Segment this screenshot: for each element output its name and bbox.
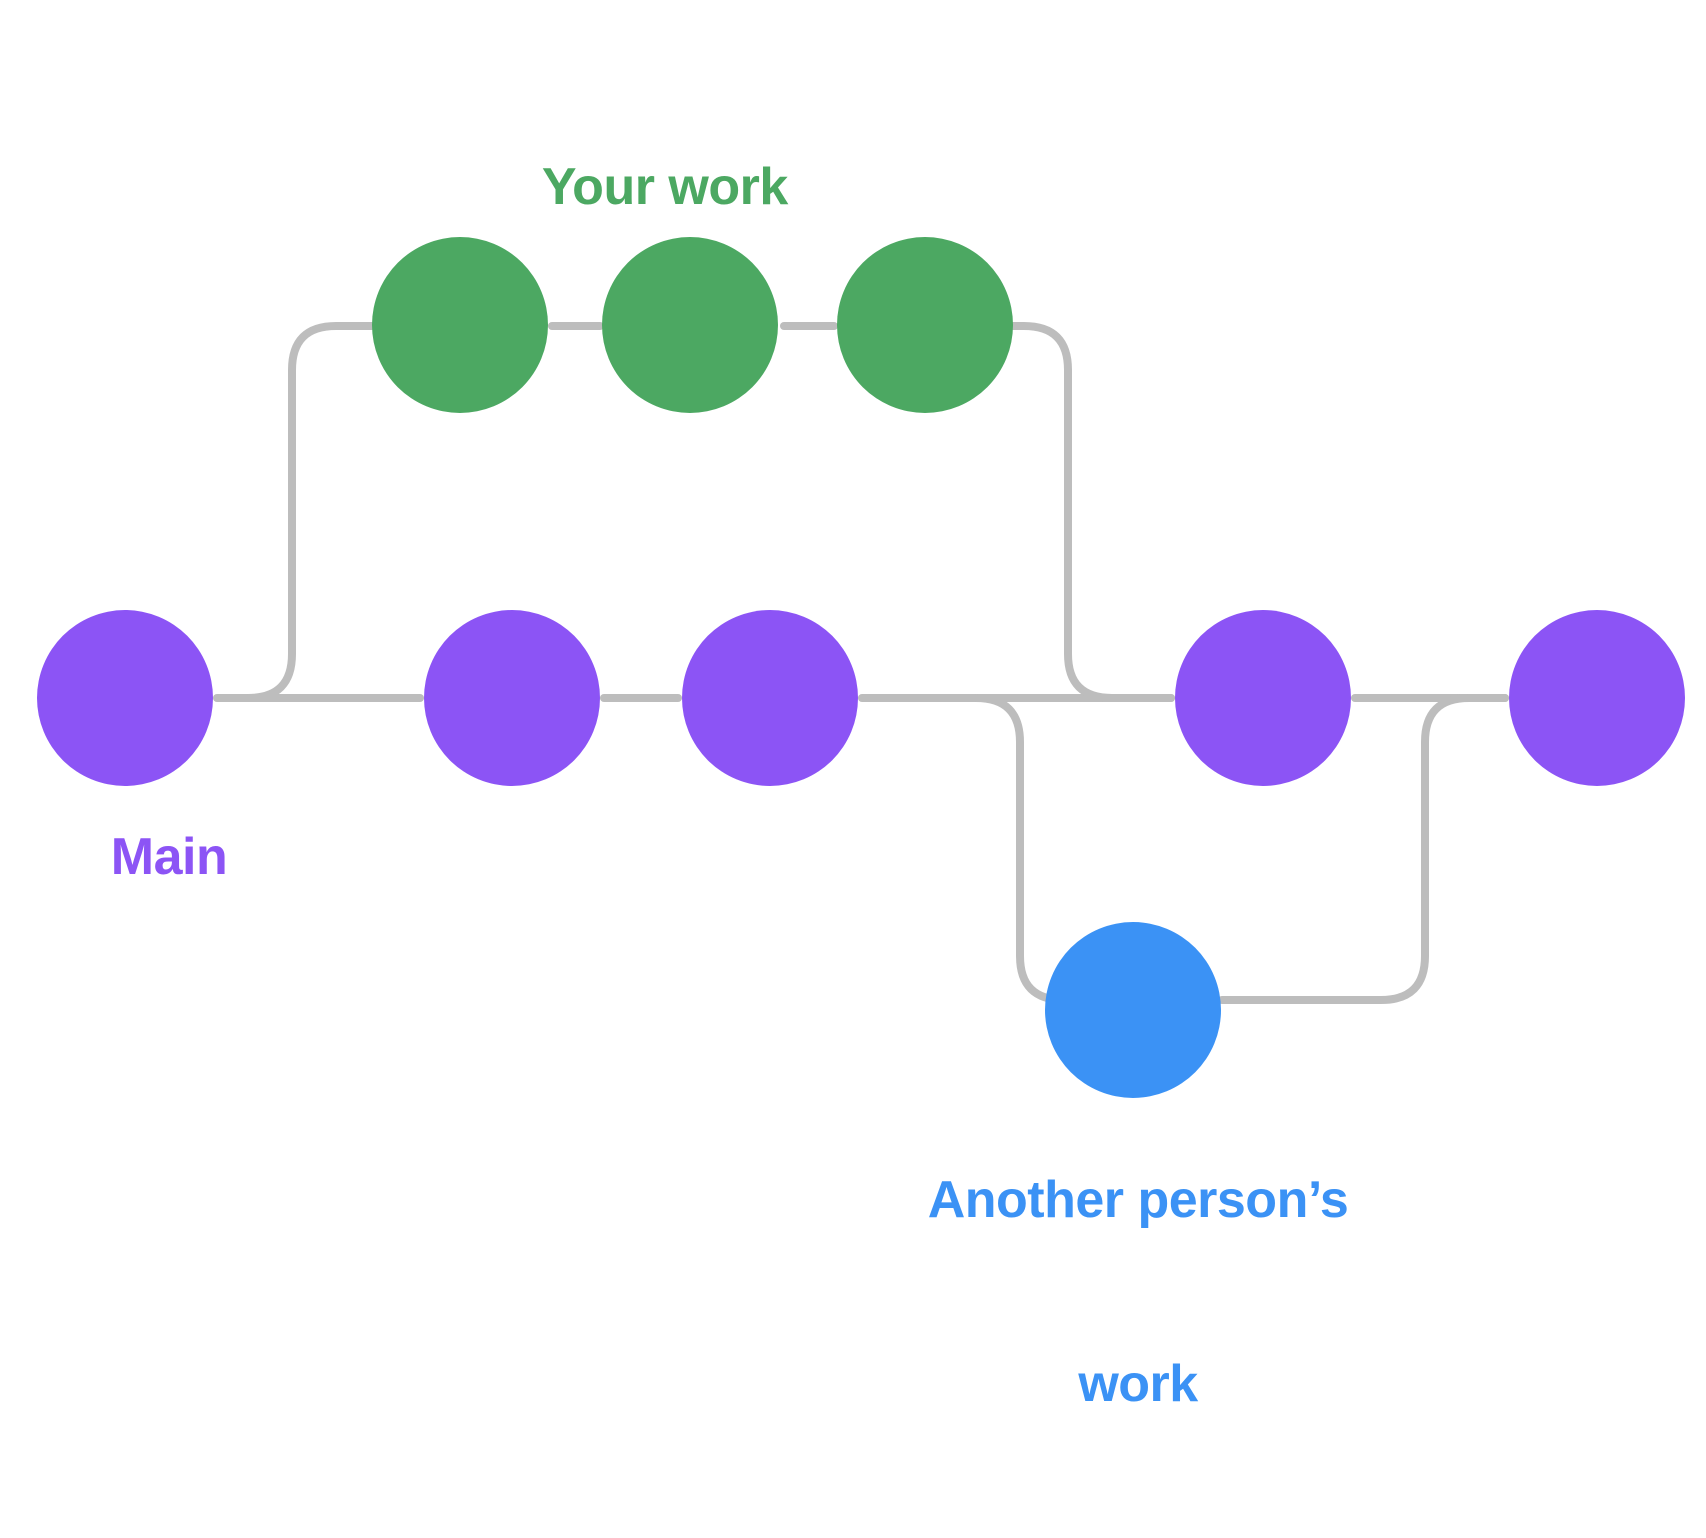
- branch-graph-canvas: [37, 237, 1685, 1098]
- branch-label-another-person-work: Another person’s work: [903, 1047, 1373, 1538]
- git-branch-diagram: Your work Main Another person’s work: [37, 96, 1685, 1413]
- branch-label-your-work-text: Your work: [541, 158, 788, 217]
- commit-node-other-work-1[interactable]: [1045, 922, 1221, 1098]
- commit-node-main-4[interactable]: [1175, 610, 1351, 786]
- branch-label-main-text: Main: [110, 828, 228, 887]
- branch-label-main: Main: [55, 766, 228, 950]
- commit-node-main-3[interactable]: [682, 610, 858, 786]
- commit-node-your-work-3[interactable]: [837, 237, 1013, 413]
- commit-node-main-1[interactable]: [37, 610, 213, 786]
- commit-node-your-work-2[interactable]: [602, 237, 778, 413]
- branch-label-another-person-work-line1: Another person’s: [927, 1170, 1349, 1229]
- branch-label-your-work: Your work: [487, 96, 788, 280]
- commit-node-your-work-1[interactable]: [372, 237, 548, 413]
- branch-label-another-person-work-line2: work: [1078, 1354, 1198, 1413]
- edge-merge-other-work-to-main: [1218, 694, 1509, 1004]
- nodes-group: [37, 237, 1685, 1098]
- edge-branch-out-to-your-work: [244, 322, 380, 702]
- edge-branch-out-to-other-work: [972, 694, 1076, 1004]
- commit-node-main-2[interactable]: [424, 610, 600, 786]
- edge-merge-your-work-to-main: [1008, 322, 1175, 702]
- commit-node-main-5[interactable]: [1509, 610, 1685, 786]
